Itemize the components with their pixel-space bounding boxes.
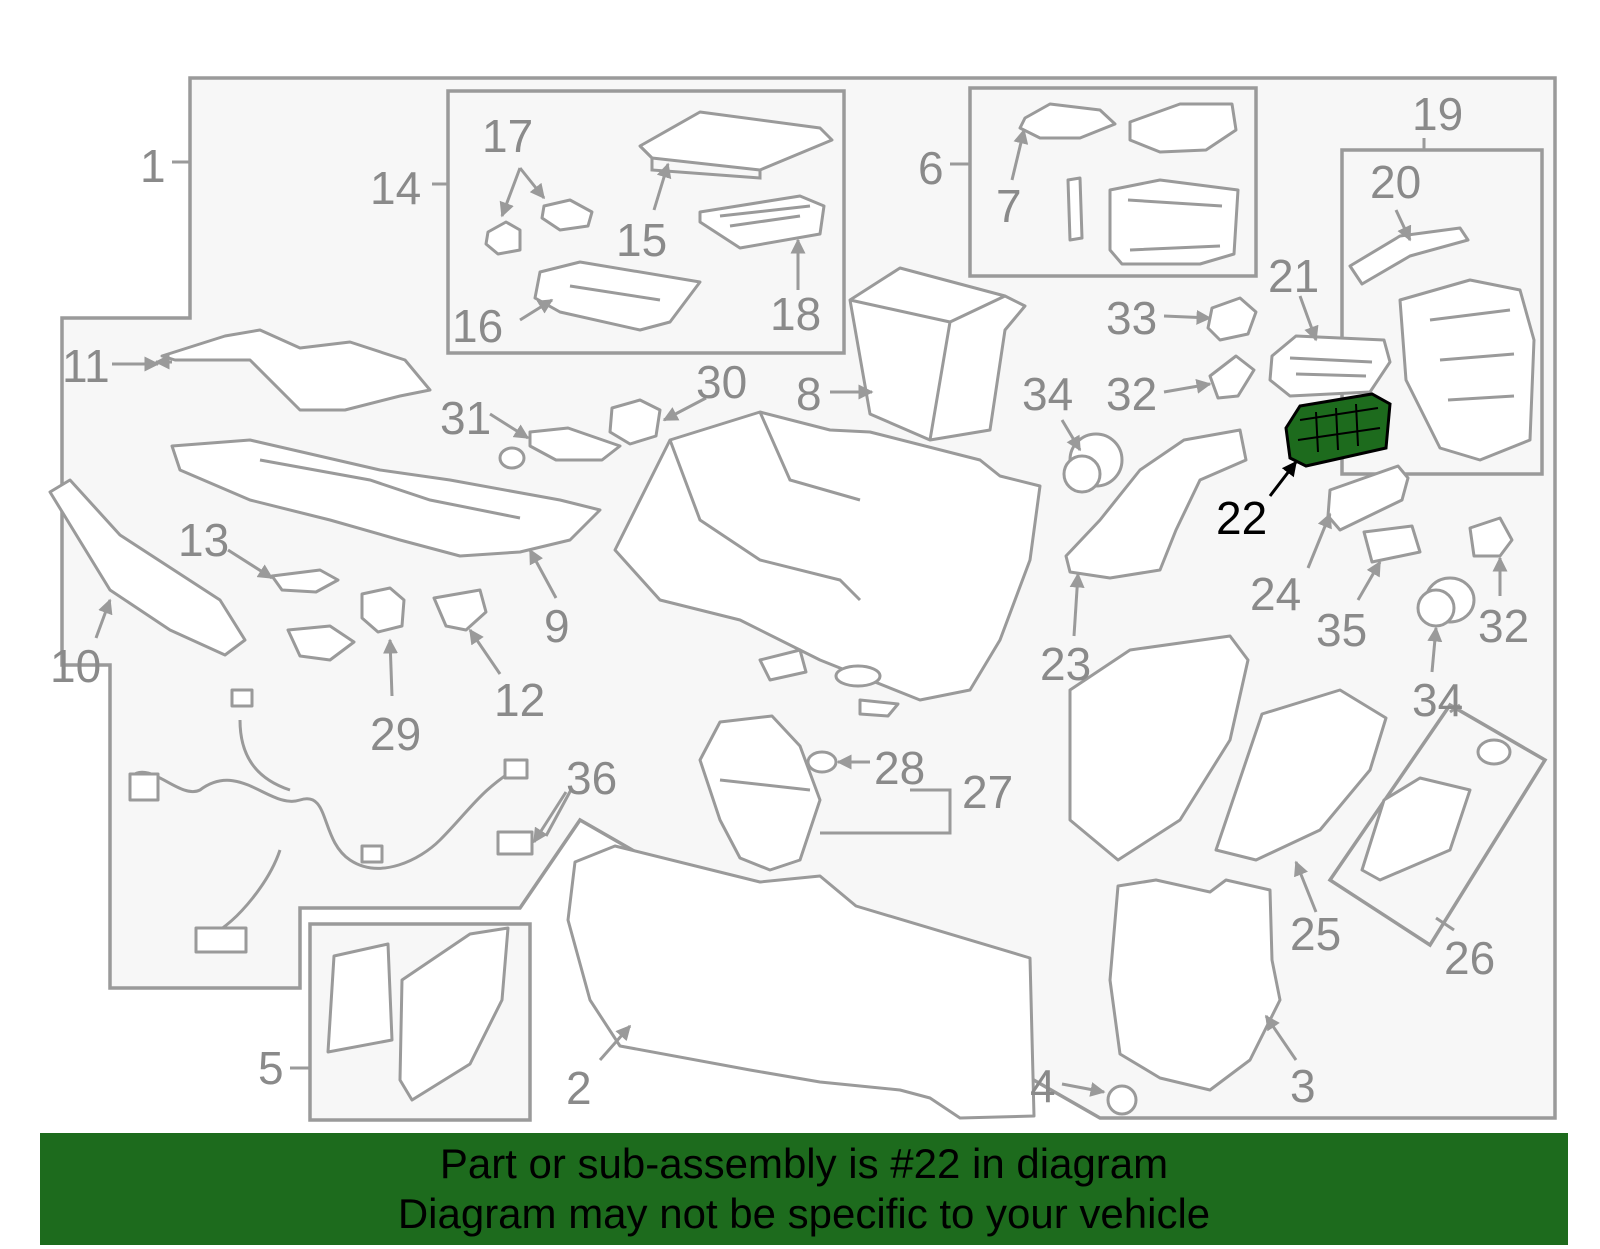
- part-6-upper-shape: [1128, 102, 1238, 154]
- part-25-shape: [1214, 688, 1388, 862]
- parts-diagram: 1 2 3 4 5 6 7 8 9 10 11 12 13 14 15 16 1…: [48, 76, 1557, 1122]
- part-5-panel-shape: [326, 942, 394, 1054]
- callout-9: 9: [544, 600, 570, 652]
- part-frame-round-shape: [834, 664, 882, 688]
- callout-11: 11: [62, 340, 110, 392]
- part-main-frame-shape: [613, 410, 1042, 702]
- part-33-shape: [1206, 296, 1258, 342]
- part-34-ring-inner-shape: [1062, 454, 1102, 494]
- part-23-shape: [1064, 428, 1248, 580]
- part-bracket-right-shape: [1068, 634, 1250, 862]
- callout-24: 24: [1250, 568, 1301, 620]
- part-28-shape: [806, 750, 838, 774]
- callout-23: 23: [1040, 638, 1091, 690]
- part-3-shape: [1108, 878, 1282, 1092]
- part-26-hatch-shape: [1360, 776, 1472, 882]
- callout-14: 14: [370, 162, 421, 214]
- part-8-shape: [848, 266, 1027, 442]
- callout-1: 1: [140, 140, 166, 192]
- callout-labels: 1 2 3 4 5 6 7 8 9 10 11 12 13 14 15 16 1…: [50, 88, 1529, 1114]
- callout-28: 28: [874, 742, 925, 794]
- callout-8: 8: [796, 368, 822, 420]
- callout-35: 35: [1316, 604, 1367, 656]
- callout-21: 21: [1268, 250, 1319, 302]
- part-13-shape: [270, 568, 340, 594]
- callout-12: 12: [494, 674, 545, 726]
- callout-31: 31: [440, 392, 491, 444]
- part-4-shape: [1106, 1084, 1138, 1116]
- part-10-shape: [48, 478, 247, 657]
- callout-34-lower: 34: [1412, 674, 1463, 726]
- callout-36: 36: [566, 752, 617, 804]
- callout-15: 15: [616, 214, 667, 266]
- banner-line-1: Part or sub-assembly is #22 in diagram: [439, 1140, 1169, 1187]
- callout-20: 20: [1370, 156, 1421, 208]
- part-6-clip-shape: [1066, 176, 1084, 242]
- part-31-cap-shape: [498, 446, 526, 470]
- part-frame-clip-shape: [858, 698, 900, 718]
- part-36-harness-shape: [128, 688, 534, 954]
- callout-19: 19: [1412, 88, 1463, 140]
- callout-22: 22: [1216, 492, 1267, 544]
- info-banner: Part or sub-assembly is #22 in diagram D…: [40, 1133, 1568, 1245]
- callout-5: 5: [258, 1042, 284, 1094]
- part-31-shape: [528, 426, 622, 462]
- callout-7: 7: [996, 180, 1022, 232]
- part-34b-ring-inner-shape: [1416, 588, 1456, 628]
- part-17-shapes: [484, 198, 594, 256]
- part-35-shape: [1362, 524, 1422, 564]
- callout-33: 33: [1106, 292, 1157, 344]
- part-2-shape: [566, 844, 1036, 1120]
- part-11-shape: [160, 328, 432, 412]
- part-19-vent-shape: [1398, 278, 1536, 462]
- part-32b-shape: [1468, 516, 1514, 558]
- callout-16: 16: [452, 300, 503, 352]
- callout-25: 25: [1290, 908, 1341, 960]
- part-26-knob-shape: [1476, 738, 1512, 766]
- callout-26: 26: [1444, 932, 1495, 984]
- part-21-shape: [1268, 334, 1392, 398]
- callout-27: 27: [962, 766, 1013, 818]
- part-18-shape: [698, 194, 826, 250]
- callout-4: 4: [1030, 1060, 1056, 1112]
- callout-13: 13: [178, 514, 229, 566]
- callout-6: 6: [918, 142, 944, 194]
- callout-32-lower: 32: [1478, 600, 1529, 652]
- callout-34-upper: 34: [1022, 368, 1073, 420]
- part-12-shape: [432, 588, 488, 632]
- part-15-shape: [638, 110, 834, 180]
- part-13b-shape: [286, 624, 356, 662]
- callout-17: 17: [482, 110, 533, 162]
- leader-lines: [94, 128, 1508, 1097]
- part-30-shape: [608, 398, 662, 446]
- part-22-highlighted-shape: [1284, 392, 1392, 468]
- banner-line-2: Diagram may not be specific to your vehi…: [397, 1190, 1211, 1237]
- callout-29: 29: [370, 708, 421, 760]
- part-32-shape: [1208, 354, 1256, 400]
- part-6-bin-shape: [1108, 178, 1240, 266]
- part-frame-bracket-shape: [758, 648, 808, 682]
- callout-2: 2: [566, 1062, 592, 1114]
- callout-3: 3: [1290, 1060, 1316, 1112]
- callout-32-upper: 32: [1106, 368, 1157, 420]
- callout-18: 18: [770, 288, 821, 340]
- part-27-shape: [698, 714, 822, 872]
- callout-30: 30: [696, 356, 747, 408]
- part-29-shape: [360, 586, 406, 634]
- part-5-grille-shape: [398, 926, 510, 1102]
- part-9-shape: [170, 438, 602, 558]
- callout-10: 10: [50, 640, 101, 692]
